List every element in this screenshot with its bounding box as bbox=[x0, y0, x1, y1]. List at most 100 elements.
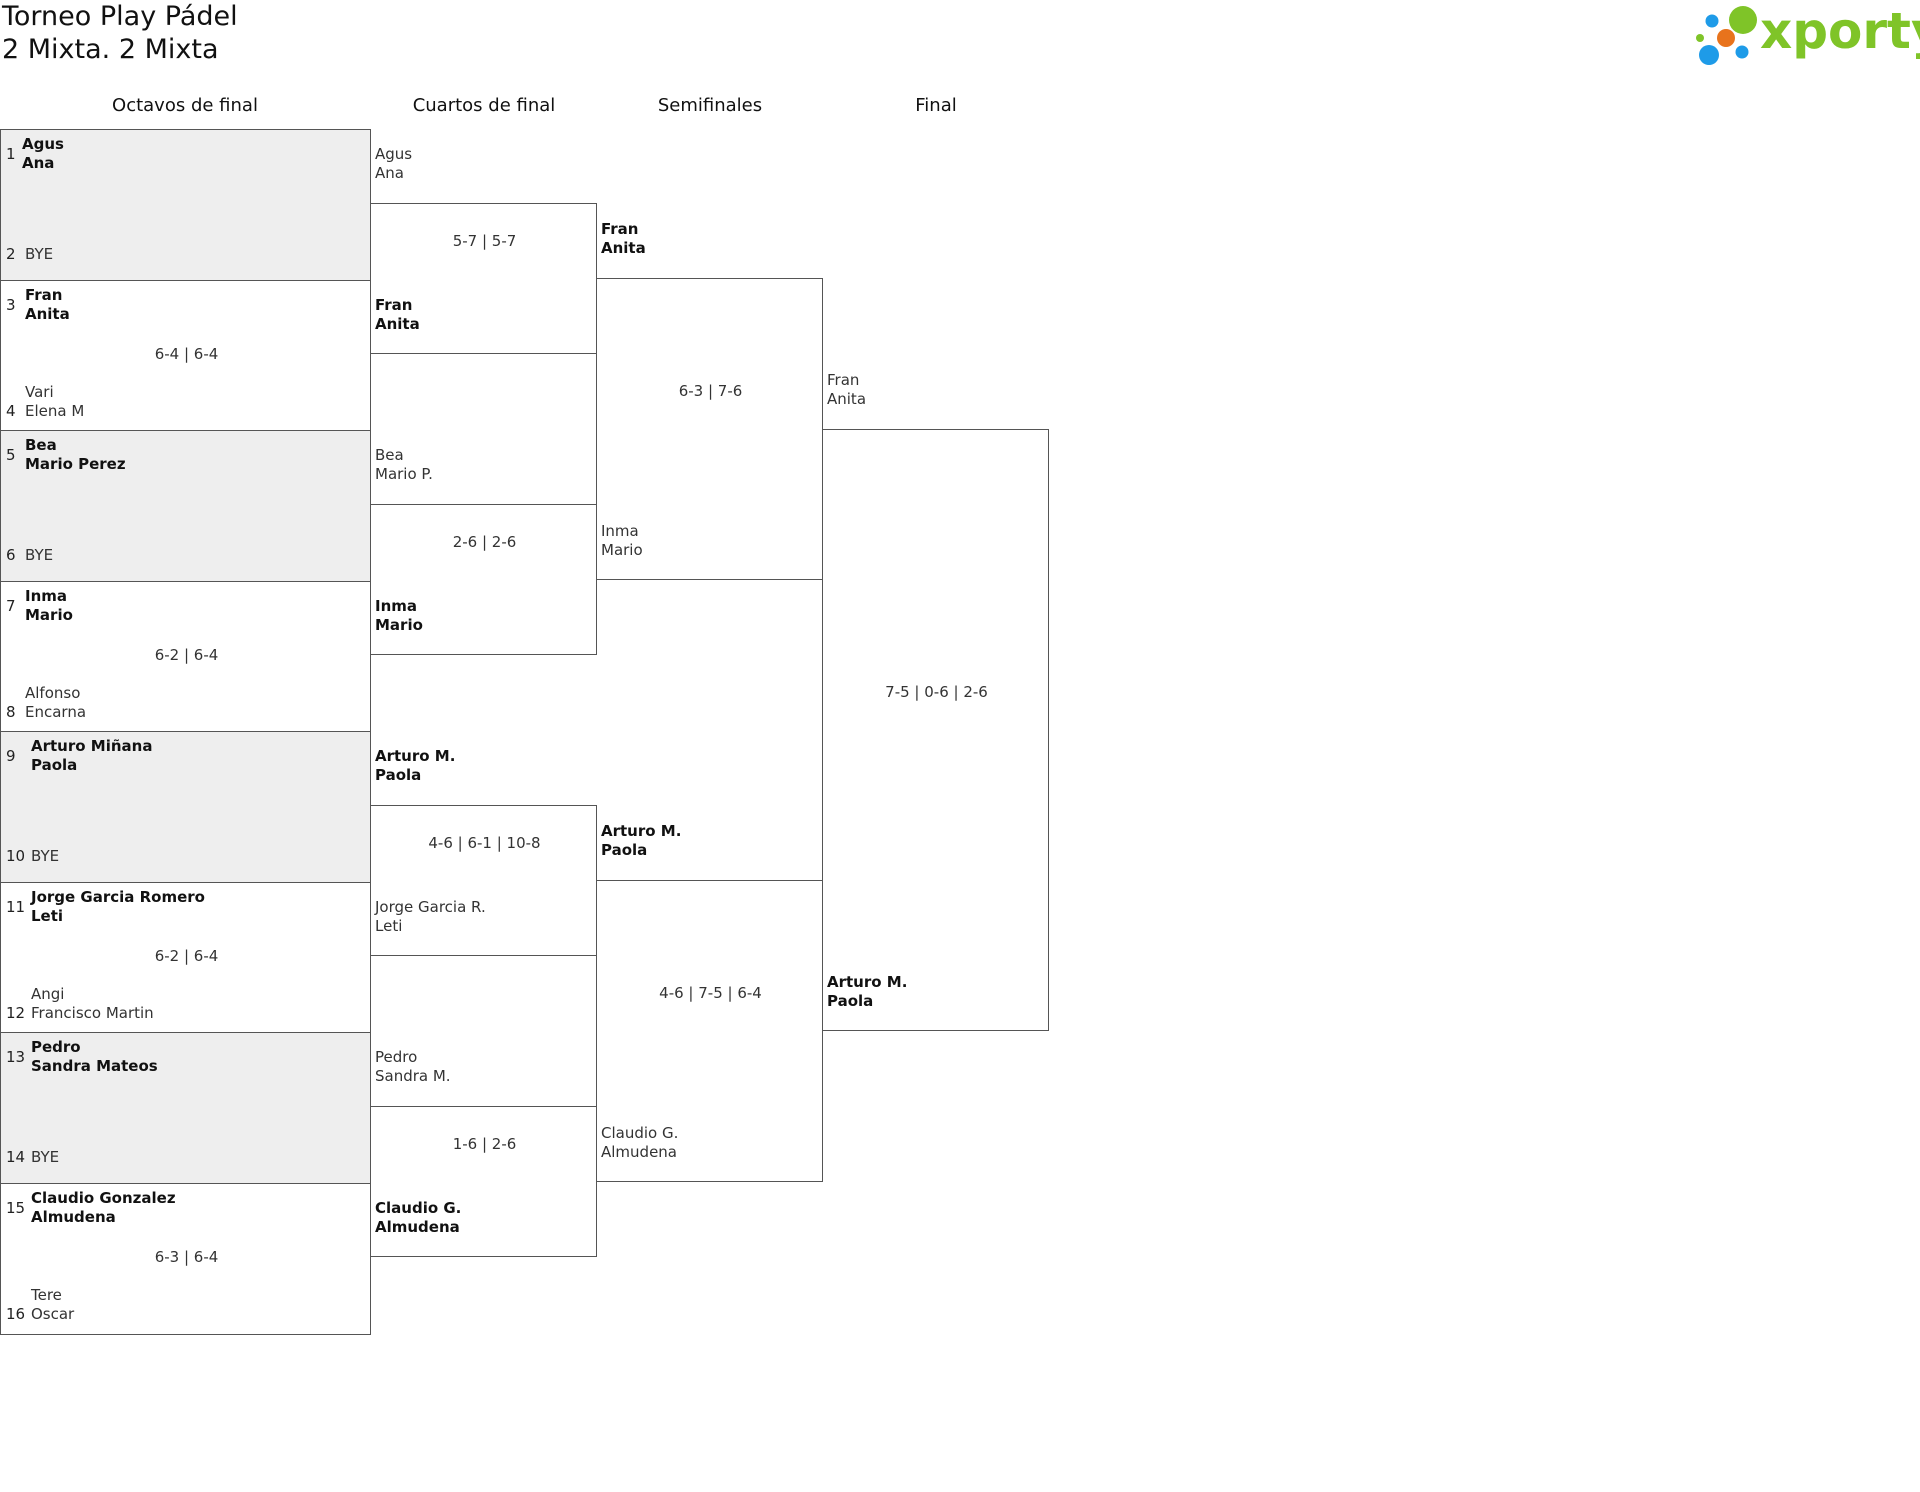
xporty-logo: xporty bbox=[1690, 0, 1920, 70]
pair-winner-player: Agus bbox=[22, 135, 64, 153]
pair-loser-player: Fran bbox=[827, 371, 860, 389]
match-score: 5-7 | 5-7 bbox=[452, 232, 517, 250]
pair-winner-player: Anita bbox=[601, 239, 646, 257]
match-score: 6-4 | 6-4 bbox=[154, 345, 219, 363]
category-name: 2 Mixta. 2 Mixta bbox=[2, 34, 219, 65]
pair-winner-player: Ana bbox=[22, 154, 55, 172]
seed-number: 16 bbox=[6, 1305, 26, 1323]
seed-number: 10 bbox=[6, 847, 26, 865]
match-final-1: 7-5 | 0-6 | 2-6 bbox=[822, 429, 1049, 1031]
match-score: 2-6 | 2-6 bbox=[452, 533, 517, 551]
pair-winner-player: Mario Perez bbox=[25, 455, 126, 473]
pair-loser-player: Claudio G. bbox=[601, 1124, 679, 1142]
pair-winner: Arturo M.Paola bbox=[375, 747, 455, 785]
pair-winner-player: Paola bbox=[601, 841, 648, 859]
pair-winner-player: Paola bbox=[31, 756, 78, 774]
pair-winner-player: Paola bbox=[827, 992, 874, 1010]
bye-label: BYE bbox=[25, 546, 53, 565]
seed-number: 13 bbox=[6, 1048, 26, 1066]
pair-loser-player: Jorge Garcia R. bbox=[375, 898, 486, 916]
match-score: 6-2 | 6-4 bbox=[154, 947, 219, 965]
seed-number: 14 bbox=[6, 1148, 26, 1166]
pair-winner-player: Pedro bbox=[31, 1038, 81, 1056]
pair-loser-player: Inma bbox=[601, 522, 639, 540]
pair-loser-player: Encarna bbox=[25, 703, 87, 721]
pair-winner-player: Arturo Miñana bbox=[31, 737, 153, 755]
seed-number: 15 bbox=[6, 1199, 26, 1217]
bye-label: BYE bbox=[25, 245, 53, 264]
pair-loser-player: Tere bbox=[31, 1286, 62, 1304]
pair-winner-player: Arturo M. bbox=[601, 822, 682, 840]
match-score: 4-6 | 7-5 | 6-4 bbox=[659, 984, 762, 1002]
match-score: 6-2 | 6-4 bbox=[154, 646, 219, 664]
bye-label-player: BYE bbox=[25, 546, 54, 564]
pair-loser-player: Leti bbox=[375, 917, 403, 935]
seed-number: 1 bbox=[6, 145, 16, 163]
pair-winner-player: Sandra Mateos bbox=[31, 1057, 158, 1075]
pair-winner-player: Bea bbox=[25, 436, 57, 454]
tournament-name: Torneo Play Pádel bbox=[2, 1, 238, 32]
pair-loser: Claudio G.Almudena bbox=[601, 1124, 678, 1162]
seed-number: 2 bbox=[6, 245, 16, 263]
match-score: 4-6 | 6-1 | 10-8 bbox=[428, 834, 541, 852]
pair-loser-player: Mario P. bbox=[375, 465, 433, 483]
seed-number: 9 bbox=[6, 747, 16, 765]
round-title-2: Cuartos de final bbox=[412, 95, 556, 116]
seed-number: 8 bbox=[6, 703, 16, 721]
pair-winner-player: Mario bbox=[25, 606, 73, 624]
pair-loser-player: Sandra M. bbox=[375, 1067, 451, 1085]
pair-winner-player: Fran bbox=[25, 286, 63, 304]
logo-dots-icon bbox=[1696, 6, 1757, 65]
pair-winner-player: Leti bbox=[31, 907, 64, 925]
round-title-4: Final bbox=[915, 95, 957, 116]
pair-winner-player: Inma bbox=[375, 597, 418, 615]
match-score: 6-3 | 7-6 bbox=[678, 382, 743, 400]
pair-loser-player: Alfonso bbox=[25, 684, 81, 702]
bye-label: BYE bbox=[31, 1148, 59, 1167]
tournament-title: Torneo Play Pádel 2 Mixta. 2 Mixta bbox=[2, 0, 238, 66]
pair-loser-player: Oscar bbox=[31, 1305, 75, 1323]
pair-winner: Arturo M.Paola bbox=[827, 973, 907, 1011]
match-score: 1-6 | 2-6 bbox=[452, 1135, 517, 1153]
seed-number: 3 bbox=[6, 296, 16, 314]
pair-winner: Arturo M.Paola bbox=[601, 822, 681, 860]
pair-loser: Jorge Garcia R.Leti bbox=[375, 898, 486, 936]
pair-loser-player: Pedro bbox=[375, 1048, 418, 1066]
pair-winner-player: Jorge Garcia Romero bbox=[31, 888, 205, 906]
match-semis-2: 4-6 | 7-5 | 6-4 bbox=[596, 880, 823, 1182]
pair-winner-player: Anita bbox=[375, 315, 420, 333]
bye-label-player: BYE bbox=[25, 245, 54, 263]
seed-number: 6 bbox=[6, 546, 16, 564]
pair-loser-player: Vari bbox=[25, 383, 54, 401]
pair-loser-player: Mario bbox=[601, 541, 643, 559]
logo-text: xporty bbox=[1760, 2, 1920, 60]
pair-loser-player: Angi bbox=[31, 985, 65, 1003]
pair-loser-player: Almudena bbox=[601, 1143, 677, 1161]
match-score: 7-5 | 0-6 | 2-6 bbox=[885, 683, 988, 701]
seed-number: 7 bbox=[6, 597, 16, 615]
seed-number: 5 bbox=[6, 446, 16, 464]
pair-winner: Claudio G.Almudena bbox=[375, 1199, 461, 1237]
pair-winner-player: Mario bbox=[375, 616, 423, 634]
pair-winner-player: Inma bbox=[25, 587, 68, 605]
pair-winner-player: Fran bbox=[601, 220, 639, 238]
